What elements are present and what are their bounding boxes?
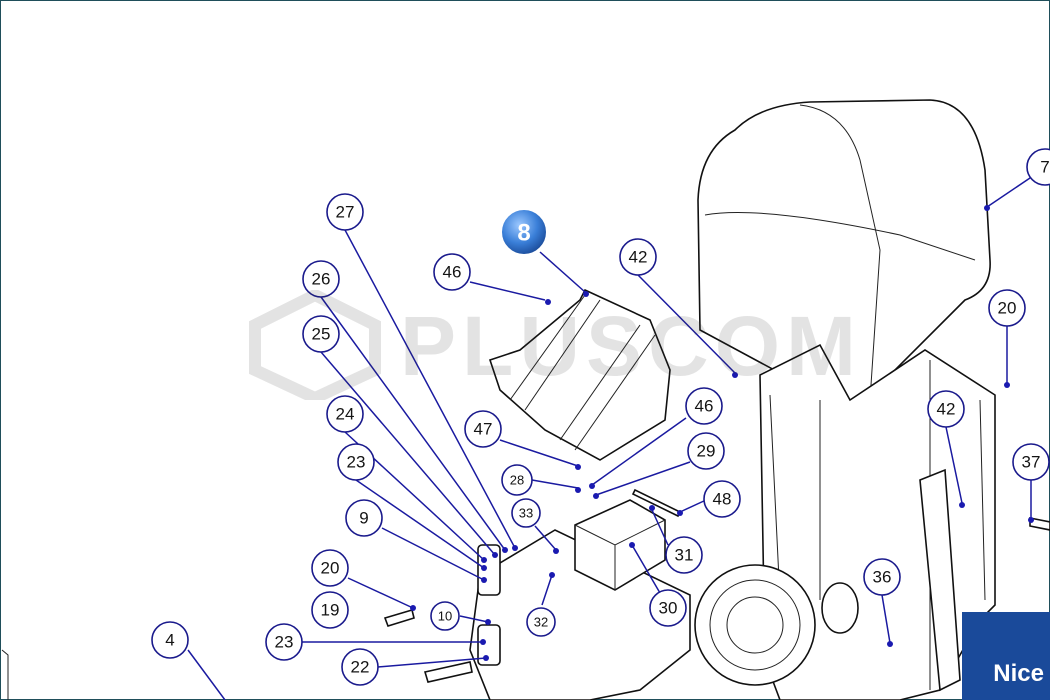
- motor-gear: [694, 564, 816, 686]
- callout-label: 19: [321, 601, 340, 620]
- callout-label: 24: [336, 405, 355, 424]
- callout-23-lower: 23: [265, 623, 303, 661]
- callout-label: 23: [275, 633, 294, 652]
- callout-47: 47: [464, 410, 502, 448]
- callout-36: 36: [863, 558, 901, 596]
- callout-24: 24: [326, 395, 364, 433]
- callout-37: 37: [1012, 443, 1050, 481]
- motor-cover: [697, 99, 991, 409]
- motor-shaft: [821, 582, 859, 634]
- callout-label: 7: [1040, 158, 1049, 177]
- callout-label: 47: [474, 420, 493, 439]
- callout-label: 48: [713, 490, 732, 509]
- brand-logo-text: Nice: [993, 660, 1044, 687]
- callout-46: 46: [433, 253, 471, 291]
- callout-25: 25: [302, 315, 340, 353]
- callout-28: 28: [501, 464, 533, 496]
- callout-label: 42: [629, 248, 648, 267]
- brand-logo: Nice: [962, 612, 1050, 700]
- side-bracket: [919, 468, 961, 692]
- transformer: [574, 499, 666, 591]
- transformer-bracket: [488, 288, 671, 461]
- callout-label: 26: [312, 270, 331, 289]
- callout-label: 10: [438, 609, 452, 624]
- screw-22: [423, 661, 473, 683]
- callout-33: 33: [511, 498, 541, 528]
- rod-48: [631, 488, 682, 518]
- callout-label: 25: [312, 325, 331, 344]
- callout-4: 4: [151, 621, 189, 659]
- callout-42: 42: [619, 238, 657, 276]
- callout-label: 27: [336, 203, 355, 222]
- highlighted-part-label: 8: [517, 220, 530, 247]
- callout-label: 30: [659, 599, 678, 618]
- screw-19: [383, 608, 415, 627]
- callout-label: 46: [443, 263, 462, 282]
- callout-label: 32: [534, 615, 548, 630]
- callout-label: 46: [695, 397, 714, 416]
- callout-22: 22: [341, 648, 379, 686]
- callout-label: 36: [873, 568, 892, 587]
- callout-20: 20: [311, 549, 349, 587]
- callout-26: 26: [302, 260, 340, 298]
- callout-label: 33: [519, 506, 533, 521]
- callout-27: 27: [326, 193, 364, 231]
- callout-30: 30: [649, 589, 687, 627]
- highlighted-part-marker[interactable]: 8: [500, 208, 548, 256]
- callout-23: 23: [337, 443, 375, 481]
- pin-37: [1029, 517, 1050, 531]
- callout-31: 31: [665, 536, 703, 574]
- parts-drawing: [1, 99, 1050, 700]
- callout-7: 7: [1026, 148, 1050, 186]
- callout-label: 20: [998, 299, 1017, 318]
- callout-label: 37: [1022, 453, 1041, 472]
- callout-label: 31: [675, 546, 694, 565]
- callout-label: 9: [359, 509, 368, 528]
- leader-lines: [187, 177, 1034, 700]
- callout-label: 4: [165, 631, 174, 650]
- callout-46-right: 46: [685, 387, 723, 425]
- callout-19: 19: [311, 591, 349, 629]
- callout-32: 32: [526, 607, 556, 637]
- terminal-block-2: [477, 624, 501, 666]
- callout-42-right: 42: [927, 390, 965, 428]
- callout-29: 29: [687, 432, 725, 470]
- callout-label: 28: [510, 473, 524, 488]
- callout-label: 23: [347, 453, 366, 472]
- callout-48: 48: [703, 480, 741, 518]
- callout-label: 29: [697, 442, 716, 461]
- callout-label: 20: [321, 559, 340, 578]
- callout-20-right: 20: [988, 289, 1026, 327]
- callout-label: 42: [937, 400, 956, 419]
- terminal-block: [477, 544, 501, 596]
- callout-10: 10: [430, 601, 460, 631]
- callout-label: 22: [351, 658, 370, 677]
- callout-9: 9: [345, 499, 383, 537]
